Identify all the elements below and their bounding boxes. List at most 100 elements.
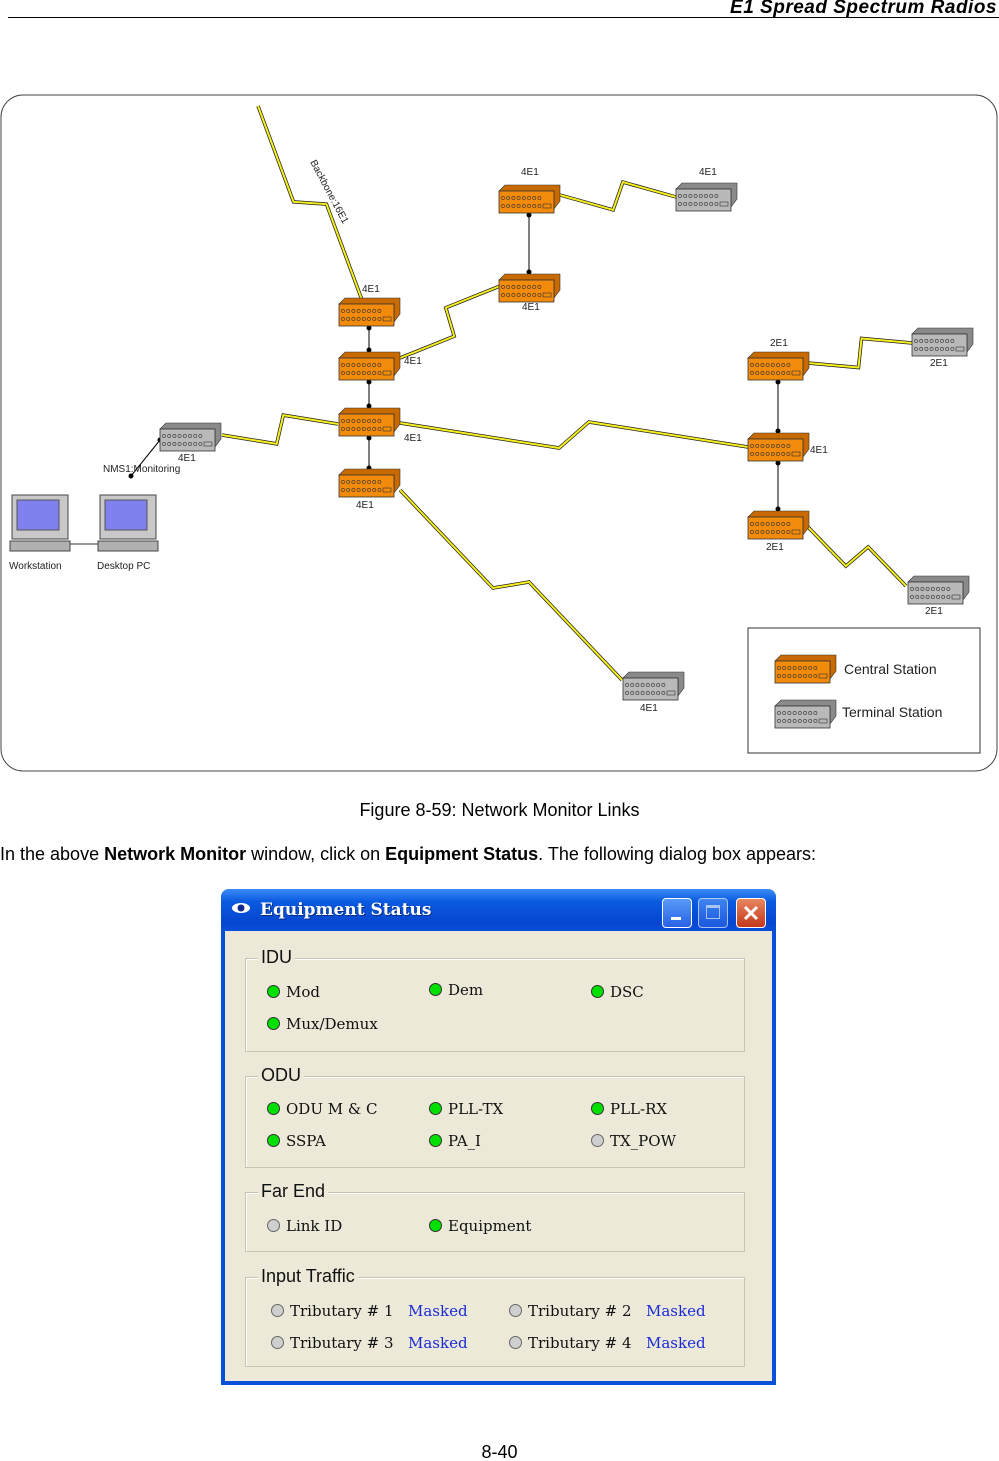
central-station [338, 407, 401, 437]
title-bar[interactable]: Equipment Status [221, 889, 776, 931]
status-led [267, 1219, 280, 1232]
maximize-icon [706, 905, 720, 919]
maximize-button[interactable] [698, 898, 728, 928]
group-label: Input Traffic [258, 1266, 358, 1287]
arrow-head [775, 379, 781, 385]
arrow-head [366, 403, 372, 409]
far-end-group: Far End Link ID Equipment [245, 1181, 745, 1252]
workstation-icon [9, 494, 71, 552]
status-pa-i: PA_I [429, 1132, 481, 1150]
terminal-station [911, 327, 974, 357]
bold-term-network-monitor: Network Monitor [104, 844, 247, 864]
equipment-status-dialog: Equipment Status IDU Mod Dem DSC Mux/Dem… [221, 889, 776, 1385]
terminal-station [159, 422, 222, 452]
link-capacity-label: 4E1 [362, 284, 380, 295]
minimize-icon [671, 917, 681, 920]
radio-link [399, 420, 749, 450]
status-led [509, 1304, 522, 1317]
group-label: Far End [258, 1181, 329, 1202]
text: window, click on [246, 844, 386, 864]
link-capacity-label: 2E1 [930, 358, 948, 369]
arrow-head [366, 347, 372, 353]
close-button[interactable] [736, 898, 766, 928]
status-led [267, 985, 280, 998]
status-led [429, 1134, 442, 1147]
status-led [271, 1304, 284, 1317]
legend-central-label: Central Station [844, 661, 937, 677]
legend-terminal-icon [774, 699, 837, 729]
arrow-head [366, 325, 372, 331]
link-capacity-label: 4E1 [404, 356, 422, 367]
link-capacity-label: 4E1 [640, 703, 658, 714]
radio-link [399, 284, 501, 360]
desktop-pc-icon [97, 494, 159, 552]
link-capacity-label: 2E1 [770, 338, 788, 349]
connection-arrow [130, 439, 161, 477]
status-led [591, 985, 604, 998]
arrow-head [775, 428, 781, 434]
legend-central-icon [774, 654, 837, 684]
diagram-frame [0, 94, 998, 772]
status-led [267, 1017, 280, 1030]
link-capacity-label: 4E1 [521, 167, 539, 178]
terminal-station [622, 671, 685, 701]
tributary-status: Masked [408, 1302, 468, 1320]
status-pll-rx: PLL-RX [591, 1100, 667, 1118]
odu-group: ODU ODU M & C PLL-TX PLL-RX SSPA PA_I TX… [245, 1065, 745, 1168]
arrow-head [526, 269, 532, 275]
status-sspa: SSPA [267, 1132, 326, 1150]
status-dem: Dem [429, 981, 483, 999]
status-led [271, 1336, 284, 1349]
dialog-body: IDU Mod Dem DSC Mux/Demux ODU ODU M & C … [225, 931, 772, 1381]
status-led [267, 1102, 280, 1115]
status-equipment: Equipment [429, 1217, 531, 1235]
central-station [338, 297, 401, 327]
text: In the above [0, 844, 105, 864]
minimize-button[interactable] [662, 898, 692, 928]
legend: Central Station Terminal Station [747, 627, 981, 754]
status-dsc: DSC [591, 983, 644, 1001]
terminal-station [675, 182, 738, 212]
idu-group: IDU Mod Dem DSC Mux/Demux [245, 947, 745, 1052]
text: . The following dialog box appears: [538, 844, 817, 864]
link-capacity-label: 4E1 [178, 453, 196, 464]
status-odu-mc: ODU M & C [267, 1100, 377, 1118]
arrow-head [526, 212, 532, 218]
arrow-head [366, 379, 372, 385]
link-capacity-label: 4E1 [810, 445, 828, 456]
page-number: 8-40 [481, 1442, 518, 1461]
legend-terminal-label: Terminal Station [842, 704, 942, 720]
link-capacity-label: 4E1 [404, 433, 422, 444]
status-led [429, 1102, 442, 1115]
arrow-head [775, 460, 781, 466]
central-station [338, 351, 401, 381]
central-station [498, 273, 561, 303]
radio-link [559, 179, 677, 213]
status-tx-pow: TX_POW [591, 1132, 676, 1150]
group-label: ODU [258, 1065, 304, 1086]
central-station [747, 432, 810, 462]
figure-caption: Figure 8-59: Network Monitor Links [359, 800, 640, 820]
link-capacity-label: 2E1 [925, 606, 943, 617]
status-led [509, 1336, 522, 1349]
radio-link [221, 413, 339, 446]
arrow-head [775, 506, 781, 512]
terminal-station [907, 575, 970, 605]
arrow-head [128, 473, 134, 479]
central-station [498, 184, 561, 214]
close-icon [743, 905, 759, 921]
status-led [591, 1134, 604, 1147]
status-led [429, 983, 442, 996]
workstation-label: Workstation [9, 561, 62, 572]
central-station [747, 351, 810, 381]
central-station [747, 510, 810, 540]
bold-term-equipment-status: Equipment Status [385, 844, 539, 864]
central-station [338, 468, 401, 498]
desktop-pc-label: Desktop PC [97, 561, 150, 572]
radio-link [807, 336, 913, 370]
